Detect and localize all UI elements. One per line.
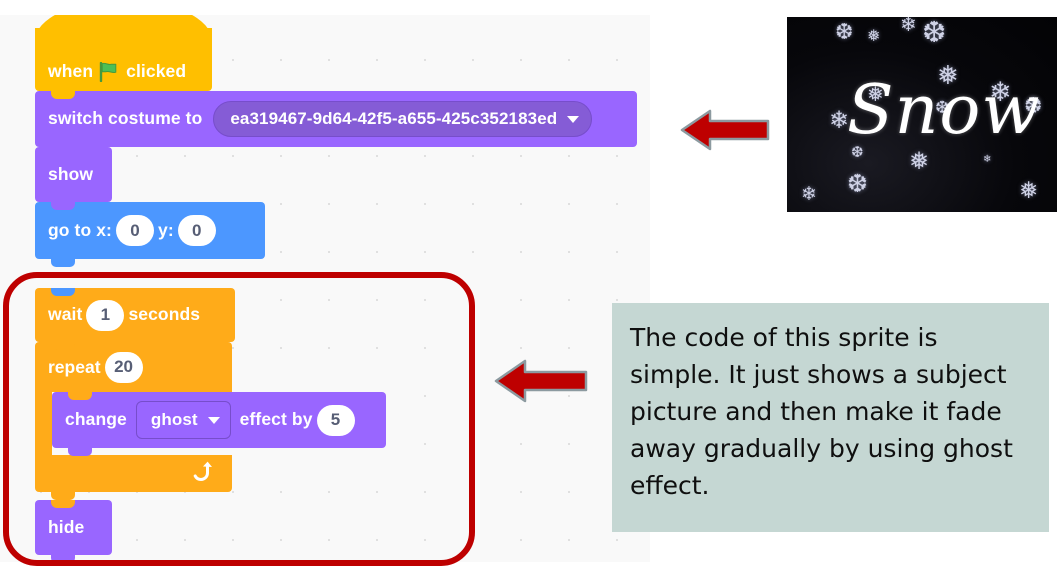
snowflake-icon: ❆ <box>935 98 950 117</box>
effect-dropdown-value: ghost <box>150 410 198 429</box>
chevron-down-icon <box>567 115 580 123</box>
scratch-code-canvas[interactable]: when clicked switch costume to ea319467-… <box>0 15 650 562</box>
block-hide[interactable]: hide <box>35 500 112 562</box>
block-top-indent <box>68 392 92 400</box>
repeat-count-input[interactable]: 20 <box>104 351 143 383</box>
block-change-ghost-effect[interactable]: change ghost effect by 5 <box>52 392 386 456</box>
snowflake-icon: ❅ <box>937 60 959 90</box>
block-go-to-xy[interactable]: go to x: 0 y: 0 <box>35 202 265 267</box>
clicked-label: clicked <box>126 60 187 81</box>
wait-value-input[interactable]: 1 <box>86 299 125 331</box>
when-label: when <box>48 60 94 81</box>
y-value-input[interactable]: 0 <box>177 215 216 246</box>
seconds-label: seconds <box>128 304 201 325</box>
block-show[interactable]: show <box>35 147 112 210</box>
costume-dropdown[interactable]: ea319467-9d64-42f5-a655-425c352183ed <box>213 101 593 137</box>
snowflake-icon: ❄ <box>900 17 917 36</box>
snowflake-icon: ❄ <box>829 107 850 134</box>
block-when-green-flag-clicked[interactable]: when clicked <box>35 15 212 99</box>
block-top-indent <box>51 500 75 508</box>
wait-label: wait <box>48 304 83 325</box>
costume-dropdown-value: ea319467-9d64-42f5-a655-425c352183ed <box>230 109 558 128</box>
snowflake-icon: ❄ <box>983 154 992 165</box>
chevron-down-icon <box>207 416 220 424</box>
hide-label: hide <box>48 516 85 537</box>
repeat-left-arm <box>35 392 52 455</box>
block-notch <box>51 258 75 267</box>
x-value-input[interactable]: 0 <box>115 215 154 246</box>
snowflake-icon: ❄ <box>801 184 817 205</box>
block-notch <box>51 554 75 562</box>
snowflake-icon: ❅ <box>909 148 930 175</box>
snowflake-icon: ❆ <box>1024 93 1043 118</box>
block-top-indent <box>51 147 75 155</box>
effect-amount-input[interactable]: 5 <box>316 404 355 436</box>
show-label: show <box>48 163 94 184</box>
block-notch <box>68 447 92 456</box>
block-top-indent <box>51 202 75 210</box>
snowflake-icon: ❄ <box>989 77 1012 107</box>
loop-arrow-icon <box>193 461 212 482</box>
repeat-header[interactable]: repeat 20 <box>35 342 232 392</box>
snow-title-text: Snow <box>847 71 1041 150</box>
snowflake-icon: ❆ <box>835 19 854 44</box>
green-flag-icon <box>99 61 118 83</box>
block-switch-costume-to[interactable]: switch costume to ea319467-9d64-42f5-a65… <box>35 91 637 155</box>
block-notch <box>51 491 75 500</box>
snowflake-icon: ❅ <box>867 84 884 106</box>
repeat-label: repeat <box>48 356 101 377</box>
switch-costume-label: switch costume to <box>48 108 203 129</box>
arrow-pointing-to-highlighted-loop <box>494 359 588 403</box>
change-label: change <box>65 409 127 430</box>
snowflake-icon: ❆ <box>922 17 947 49</box>
hat-block-top <box>35 15 212 46</box>
snowflake-icon: ❆ <box>851 144 864 161</box>
effect-dropdown[interactable]: ghost <box>135 401 231 439</box>
effect-by-label: effect by <box>239 409 313 430</box>
snowflake-icon: ❆ <box>847 170 868 198</box>
snow-sprite-costume-image: ❆ ❅ ❄ ❆ ❅ ❄ ❆ ❅ ❄ ❆ ❅ ❄ ❆ ❅ ❄ ❆ Snow <box>787 17 1057 212</box>
block-top-indent <box>51 288 75 296</box>
snowflake-icon: ❅ <box>867 28 881 45</box>
repeat-footer[interactable] <box>35 455 232 500</box>
snowflake-icon: ❅ <box>1019 177 1039 203</box>
goto-x-label: go to x: <box>48 219 112 240</box>
arrow-pointing-to-costume-block <box>680 109 770 151</box>
explanation-text-box: The code of this sprite is simple. It ju… <box>612 303 1049 532</box>
block-wait-seconds[interactable]: wait 1 seconds <box>35 288 235 350</box>
block-repeat-loop[interactable]: repeat 20 <box>35 342 232 500</box>
block-top-indent <box>51 91 75 99</box>
block-top-indent <box>51 342 75 350</box>
goto-y-label: y: <box>157 219 174 240</box>
